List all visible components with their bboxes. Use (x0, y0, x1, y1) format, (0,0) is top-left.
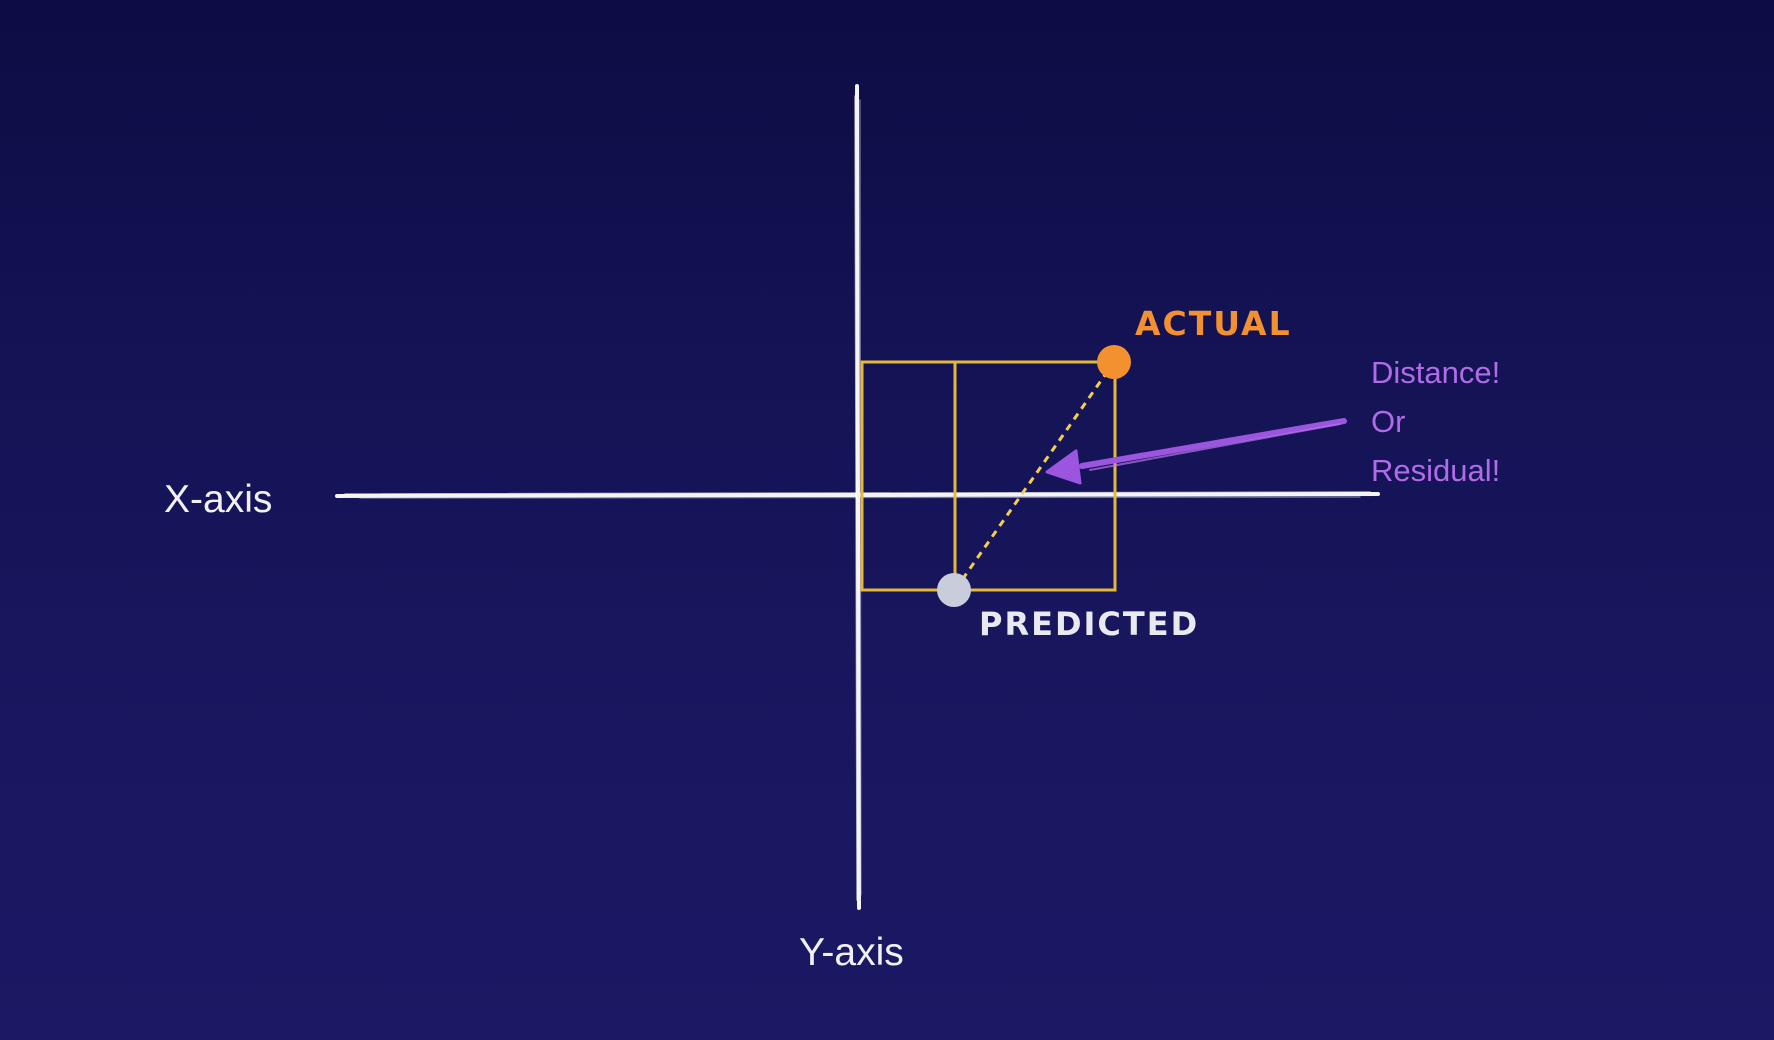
residual-annotation: Distance! Or Residual! (1371, 348, 1500, 495)
y-axis-line (854, 84, 862, 910)
outer-square (860, 360, 1117, 592)
annotation-arrow (1045, 418, 1347, 485)
predicted-point (937, 573, 971, 607)
predicted-label: PREDICTED (979, 605, 1200, 643)
residual-line (953, 361, 1116, 591)
actual-point (1097, 345, 1131, 379)
arrow-head-icon (1045, 449, 1082, 485)
actual-label: ACTUAL (1135, 304, 1292, 343)
x-axis-label: X-axis (164, 478, 273, 521)
y-axis-label: Y-axis (799, 931, 904, 974)
annotation-line: Distance! (1371, 355, 1501, 390)
annotation-line: Or (1371, 404, 1406, 439)
annotation-line: Residual! (1371, 453, 1501, 488)
